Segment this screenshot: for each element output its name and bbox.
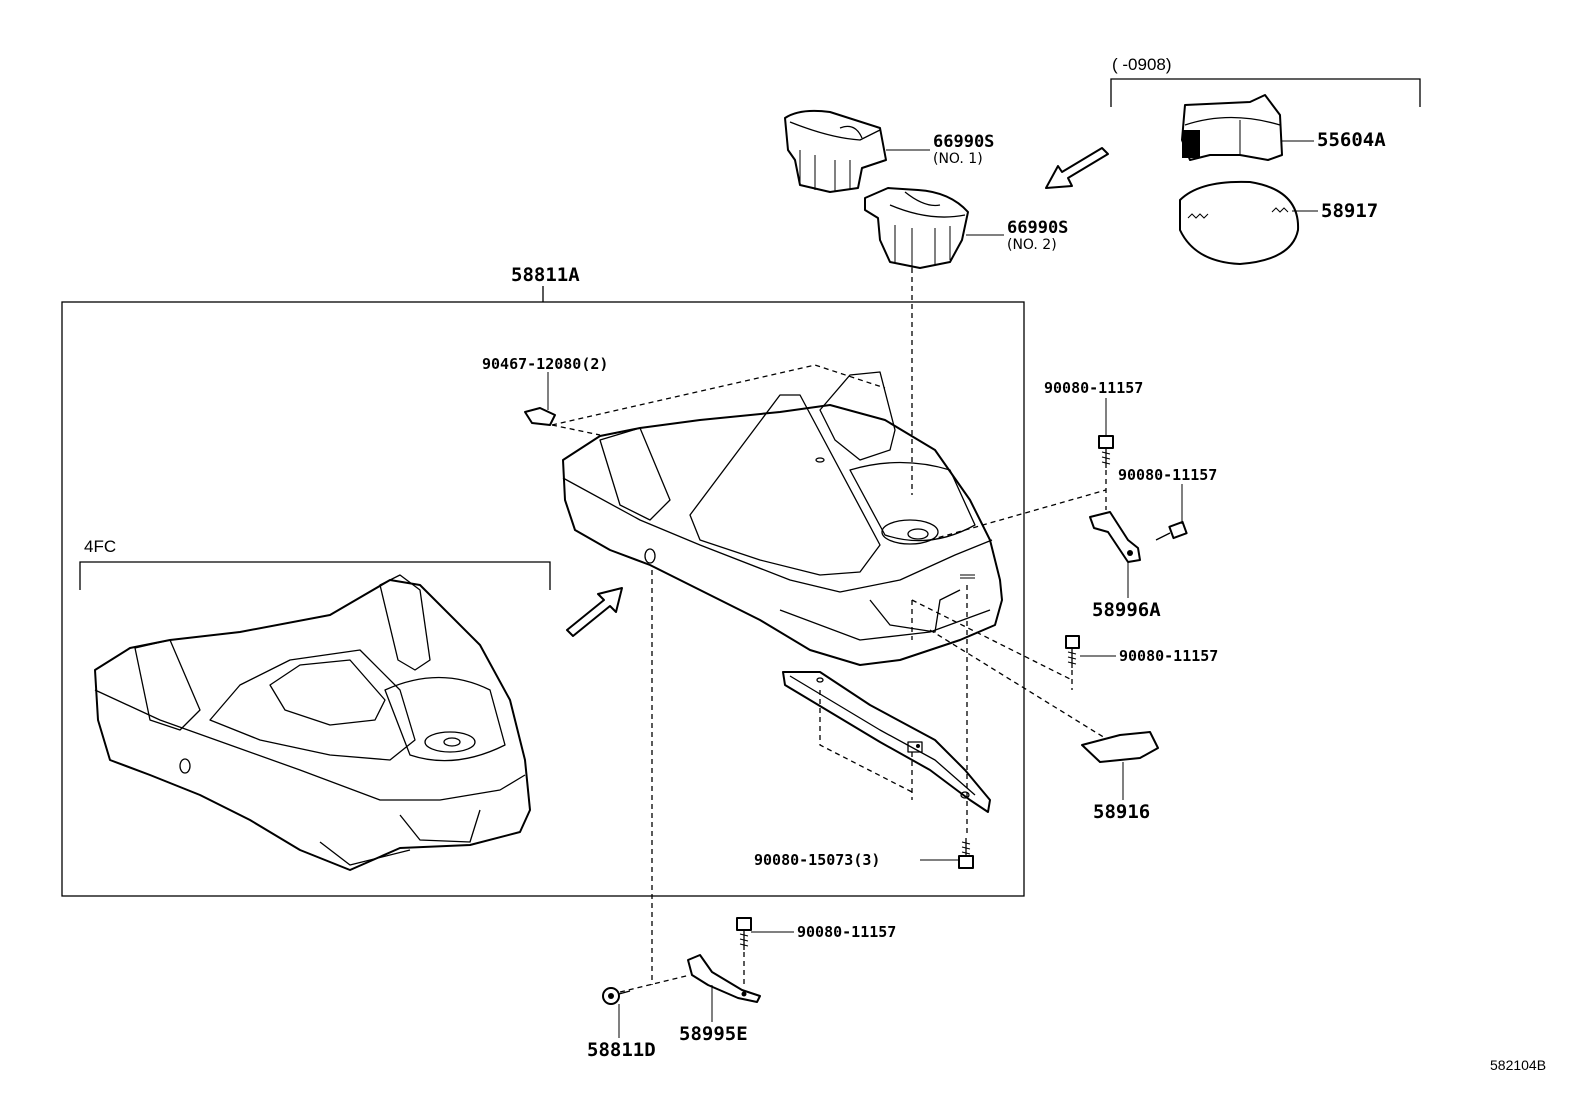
part-label-90467-12080[interactable]: 90467-12080(2) bbox=[482, 355, 609, 373]
screw-15073-drawing bbox=[958, 838, 974, 869]
bracket-58996A-drawing bbox=[1089, 511, 1141, 563]
clip-58811D-drawing bbox=[602, 987, 631, 1005]
part-55604A-drawing bbox=[1181, 94, 1283, 161]
part-label-90080-15073[interactable]: 90080-15073(3) bbox=[754, 851, 881, 869]
part-label-66990S-no2[interactable]: 66990S bbox=[1007, 218, 1069, 238]
part-note-66990S-no1: (NO. 1) bbox=[933, 151, 983, 167]
clip-90467-drawing bbox=[524, 407, 556, 426]
part-label-58811A[interactable]: 58811A bbox=[511, 264, 580, 286]
part-label-90080-11157-mid[interactable]: 90080-11157 bbox=[1119, 647, 1219, 665]
trim-strip-drawing bbox=[782, 671, 991, 813]
arrow-0908-to-holder bbox=[1045, 147, 1109, 189]
cup-holder-no1-drawing bbox=[784, 109, 887, 193]
bracket-4fc bbox=[79, 561, 551, 590]
screw-upper-drawing bbox=[1098, 435, 1114, 468]
part-58916-drawing bbox=[1081, 731, 1159, 763]
screw-lower-drawing bbox=[736, 917, 752, 950]
part-label-55604A[interactable]: 55604A bbox=[1317, 129, 1386, 151]
screw-side-drawing bbox=[1155, 520, 1188, 541]
part-58917-drawing bbox=[1179, 180, 1300, 265]
part-label-58995E[interactable]: 58995E bbox=[679, 1023, 748, 1045]
part-label-66990S-no1[interactable]: 66990S bbox=[933, 132, 995, 152]
bracket-58995E-drawing bbox=[687, 954, 761, 1003]
part-label-58916[interactable]: 58916 bbox=[1093, 801, 1151, 823]
diagram-id: 582104B bbox=[1490, 1057, 1547, 1073]
part-label-90080-11157-top[interactable]: 90080-11157 bbox=[1044, 379, 1144, 397]
part-label-58917[interactable]: 58917 bbox=[1321, 200, 1379, 222]
group-label-4fc: 4FC bbox=[84, 537, 117, 556]
cup-holder-no2-drawing bbox=[864, 187, 969, 269]
console-4fc bbox=[94, 574, 531, 871]
part-label-90080-11157-side[interactable]: 90080-11157 bbox=[1118, 466, 1218, 484]
part-label-90080-11157-bottom[interactable]: 90080-11157 bbox=[797, 923, 897, 941]
arrow-4fc-to-main bbox=[566, 587, 623, 637]
bracket-0908 bbox=[1110, 78, 1421, 107]
part-label-58811D[interactable]: 58811D bbox=[587, 1039, 656, 1061]
part-note-66990S-no2: (NO. 2) bbox=[1007, 237, 1057, 253]
part-label-58996A[interactable]: 58996A bbox=[1092, 599, 1161, 621]
screw-mid-drawing bbox=[1065, 635, 1080, 668]
console-main bbox=[562, 371, 1003, 666]
group-label-0908: ( -0908) bbox=[1112, 55, 1172, 74]
